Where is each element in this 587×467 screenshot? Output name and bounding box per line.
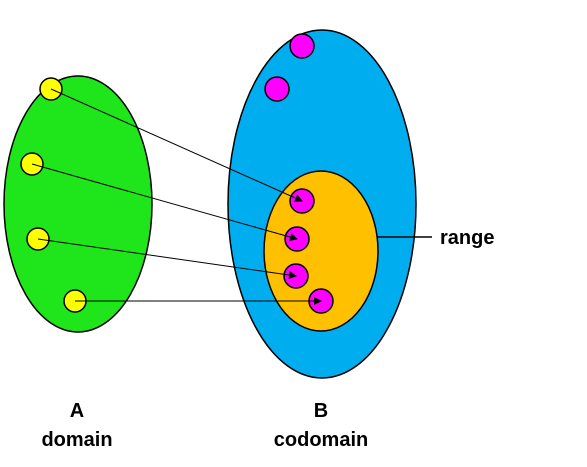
codomain-point — [289, 33, 315, 59]
set-b-name: B — [314, 400, 328, 422]
mapping-arrow — [31, 163, 298, 241]
set-b-role: codomain — [274, 429, 368, 451]
range-label: range — [440, 227, 494, 249]
set-a-name: A — [70, 400, 84, 422]
domain-set-a — [3, 75, 153, 333]
codomain-point — [264, 76, 290, 102]
set-a-role: domain — [41, 429, 112, 451]
mapping-arrow — [50, 88, 303, 202]
range-set — [263, 170, 379, 332]
mapping-arrow — [37, 238, 297, 279]
